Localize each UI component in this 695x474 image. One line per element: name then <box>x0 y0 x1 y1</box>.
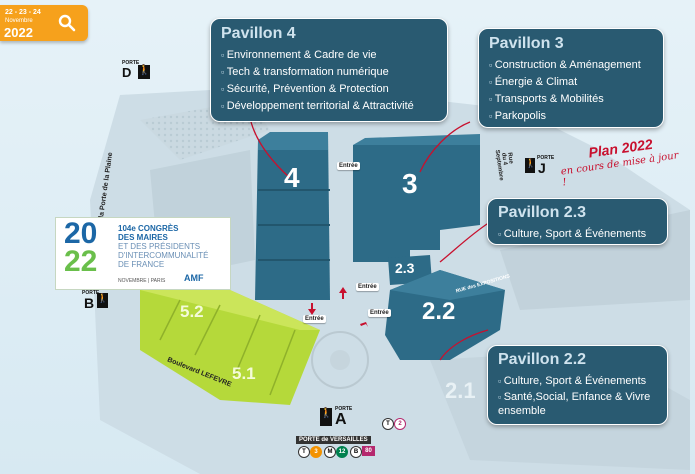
door-j[interactable]: 🚶 PORTE J <box>525 155 555 179</box>
pavillon-4-panel[interactable]: Pavillon 4 Environnement & Cadre de vie … <box>210 18 448 122</box>
pavillon-2-3-title: Pavillon 2.3 <box>498 204 587 221</box>
pavillon-3-panel[interactable]: Pavillon 3 Construction & Aménagement Én… <box>478 28 664 128</box>
logo-line-1: CONGRÈS <box>138 224 179 233</box>
door-a[interactable]: 🚶 PORTE A <box>320 404 356 434</box>
callout-line-4 <box>249 117 291 179</box>
logo-year-bottom: 22 <box>64 245 98 278</box>
pavillon-4-item: Environnement & Cadre de vie <box>221 47 437 64</box>
pavillon-3-item: Parkopolis <box>489 108 653 125</box>
tram-icon: T <box>298 446 310 458</box>
callout-line-2-2 <box>439 329 489 361</box>
pavillon-3-item: Transports & Mobilités <box>489 91 653 108</box>
door-j-letter: J <box>538 160 546 176</box>
tram-line-3: 3 <box>310 446 322 458</box>
transit-row: T 3 M 12 B 80 <box>298 446 378 458</box>
entrance-label: Entrée <box>337 162 360 170</box>
building-4-number: 4 <box>284 162 300 193</box>
metro-icon: M <box>324 446 336 458</box>
amf-logo: AMF <box>184 273 204 283</box>
tram-line-2: 2 <box>394 418 406 430</box>
search-icon <box>58 14 76 32</box>
event-days: 22 - 23 - 24 <box>5 9 41 16</box>
pedestrian-icon: 🚶 <box>320 408 332 426</box>
door-b-label: PORTE <box>82 290 100 296</box>
pavillon-3-item: Construction & Aménagement <box>489 57 653 74</box>
door-a-letter: A <box>335 411 347 428</box>
building-2-3-number: 2.3 <box>395 260 415 276</box>
logo-year-top: 20 <box>64 217 98 250</box>
door-b-letter: B <box>84 295 95 311</box>
pavillon-4-item: Sécurité, Prévention & Protection <box>221 81 437 98</box>
entrance-label: Entrée <box>356 283 379 291</box>
pavillon-2-3-item: Culture, Sport & Événements <box>498 226 657 243</box>
pavillon-2-2-panel[interactable]: Pavillon 2.2 Culture, Sport & Événements… <box>487 345 668 425</box>
door-b[interactable]: PORTE B 🚶 <box>82 290 112 312</box>
congress-logo: 20 22 104e CONGRÈS DES MAIRES ET DES PRÉ… <box>55 217 231 290</box>
logo-line-3: ET DES PRÉSIDENTS <box>118 242 201 251</box>
building-3[interactable] <box>353 134 480 262</box>
pavillon-2-3-panel[interactable]: Pavillon 2.3 Culture, Sport & Événements <box>487 198 668 245</box>
pavillon-3-title: Pavillon 3 <box>489 35 564 52</box>
pavillon-2-2-item: Santé,Social, Enfance & Vivre ensemble <box>498 390 658 418</box>
logo-line-2: DES MAIRES <box>118 233 168 242</box>
entrance-label: Entrée <box>368 309 391 317</box>
building-3-number: 3 <box>402 168 418 199</box>
event-date-badge: 22 - 23 - 24 Novembre 2022 <box>0 5 88 41</box>
building-5-2-number: 5.2 <box>180 302 204 321</box>
tram-icon: T <box>382 418 394 430</box>
bus-line-80: 80 <box>362 446 375 456</box>
pavillon-4-item: Tech & transformation numérique <box>221 64 437 81</box>
search-button[interactable] <box>54 11 80 35</box>
callout-line-2-3 <box>439 221 491 263</box>
callout-line-3 <box>419 121 471 173</box>
street-4-septembre: Rue du 4 Septembre <box>493 149 514 182</box>
fountain <box>330 350 350 370</box>
pedestrian-icon: 🚶 <box>97 293 108 308</box>
logo-edition: 104e <box>118 224 136 233</box>
event-year: 2022 <box>4 25 33 40</box>
building-4[interactable] <box>255 132 330 300</box>
door-d-label: PORTE <box>122 60 140 66</box>
building-2-2[interactable] <box>385 270 505 360</box>
bus-icon: B <box>350 446 362 458</box>
entrance-label: Entrée <box>303 315 326 323</box>
logo-line-4: D'INTERCOMMUNALITÉ <box>118 251 209 260</box>
event-month: Novembre <box>5 18 33 24</box>
pavillon-2-2-title: Pavillon 2.2 <box>498 351 587 368</box>
building-2-3[interactable] <box>388 255 432 285</box>
building-5[interactable] <box>140 290 320 405</box>
door-a-label: PORTE <box>335 406 353 412</box>
building-5-1-number: 5.1 <box>232 364 256 383</box>
pedestrian-icon: 🚶 <box>138 65 150 79</box>
door-d-letter: D <box>122 65 132 80</box>
logo-line-5: DE FRANCE <box>118 260 165 269</box>
logo-footer: NOVEMBRE | PARIS <box>118 278 166 284</box>
door-j-label: PORTE <box>537 155 555 161</box>
roundabout <box>311 331 369 389</box>
door-a-name: PORTE de VERSAILLES <box>296 436 371 444</box>
pavillon-3-item: Énergie & Climat <box>489 74 653 91</box>
door-d[interactable]: PORTE D 🚶 <box>112 60 152 80</box>
building-2-1-number: 2.1 <box>445 378 476 403</box>
building-2-2-number: 2.2 <box>422 298 456 325</box>
pedestrian-icon: 🚶 <box>525 158 536 173</box>
pavillon-4-title: Pavillon 4 <box>221 25 296 42</box>
pavillon-4-item: Développement territorial & Attractivité <box>221 98 437 115</box>
metro-line-12: 12 <box>336 446 348 458</box>
transit-row-2: T 2 <box>382 418 418 430</box>
pavillon-2-2-item: Culture, Sport & Événements <box>498 373 657 390</box>
